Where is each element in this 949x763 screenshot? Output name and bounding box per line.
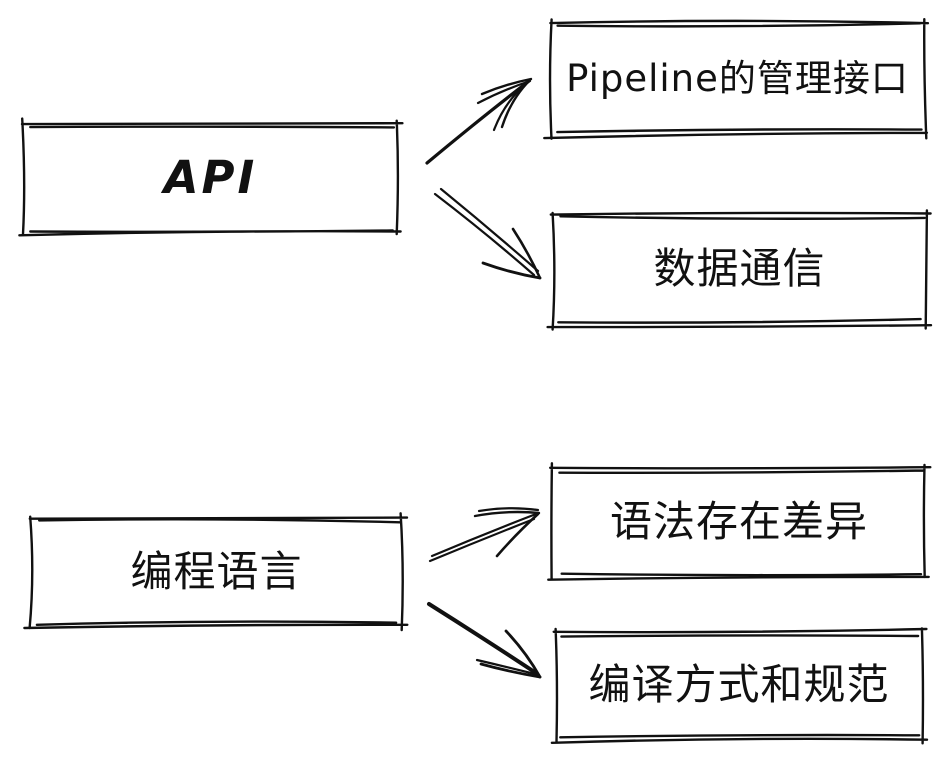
node-syntax-label: 语法存在差异: [609, 497, 868, 546]
node-proglang-outline: [23, 512, 409, 632]
node-api-outline: [18, 117, 404, 237]
edge-api-to-pipeline-arrow: [425, 77, 533, 165]
node-api-label: API: [163, 151, 258, 204]
node-pipeline-management-interface: Pipeline的管理接口: [543, 16, 930, 140]
node-syntax-outline: [547, 462, 932, 581]
edge-api-to-data-communication-arrow: [433, 187, 542, 280]
node-programming-language: 编程语言: [23, 512, 409, 632]
node-compile-outline: [550, 627, 929, 745]
node-pipeline-outline: [543, 18, 930, 140]
node-compilation-methods-and-specs: 编译方式和规范: [549, 625, 929, 745]
node-data-communication: 数据通信: [546, 208, 933, 331]
node-api: API: [18, 117, 404, 238]
node-pipeline-label: Pipeline的管理接口: [566, 56, 909, 100]
node-datacomm-outline: [546, 209, 933, 331]
node-compile-label: 编译方式和规范: [588, 660, 890, 709]
node-datacomm-label: 数据通信: [653, 244, 826, 293]
edge-proglang-to-syntax-arrow: [428, 507, 541, 563]
edge-proglang-to-compile-arrow: [427, 602, 542, 679]
node-syntax-differences: 语法存在差异: [547, 462, 932, 582]
node-proglang-label: 编程语言: [130, 547, 303, 596]
